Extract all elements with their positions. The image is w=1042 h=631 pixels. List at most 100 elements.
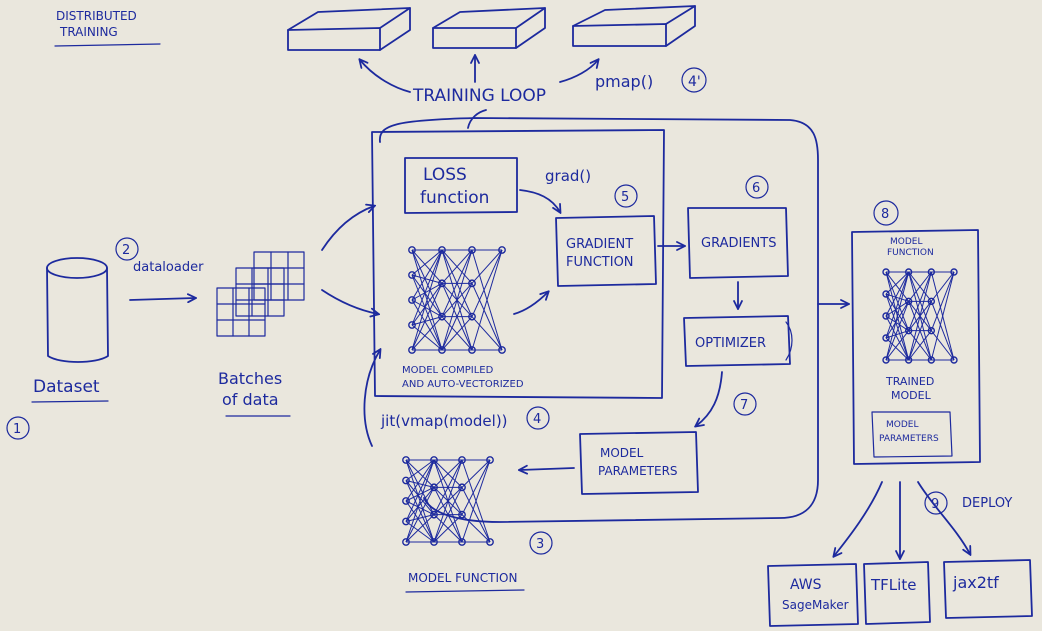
network-edge	[433, 459, 463, 515]
network-edge	[405, 487, 435, 543]
network-node	[498, 346, 506, 354]
network-node	[430, 456, 438, 464]
network-edge	[885, 301, 910, 339]
loop-tail	[467, 109, 487, 129]
gradient-function-box: GRADIENT FUNCTION	[555, 215, 657, 287]
title-line-2: TRAINING	[59, 25, 118, 39]
model-function-underline	[405, 589, 525, 593]
network-edge	[405, 500, 435, 516]
network-edge	[441, 283, 473, 351]
network-edge	[405, 500, 435, 543]
network-edge	[461, 459, 491, 543]
optimizer-label: OPTIMIZER	[695, 336, 766, 351]
gpu-device-icon	[572, 5, 696, 47]
grad-label: grad()	[545, 167, 591, 185]
network-edge	[405, 514, 435, 543]
gradient-fn-line-1: GRADIENT	[566, 237, 633, 252]
network-edge	[405, 459, 435, 522]
network-node	[408, 321, 416, 329]
trained-model-2: MODEL	[891, 389, 932, 402]
network-node	[950, 268, 958, 276]
network-node	[408, 271, 416, 279]
step-6: 6	[745, 175, 769, 199]
pmap-label: pmap()	[595, 72, 653, 91]
loss-function-box: LOSS function	[404, 157, 518, 214]
network-node	[438, 279, 446, 288]
svg-text:2: 2	[122, 243, 130, 258]
compiled-label-1: MODEL COMPILED	[402, 365, 494, 376]
network-node	[927, 326, 936, 335]
compiled-label-2: AND AUTO-VECTORIZED	[402, 379, 524, 390]
network-edge	[441, 249, 473, 317]
batches-label-1: Batches	[218, 369, 282, 388]
svg-text:6: 6	[752, 181, 760, 196]
network-node	[904, 297, 913, 306]
network-node	[408, 346, 416, 354]
step-8: 8	[873, 200, 899, 226]
network-node	[458, 538, 466, 546]
network-edge	[885, 271, 910, 302]
network-edge	[885, 293, 909, 302]
network-edge	[405, 487, 435, 522]
deploy-target-aws: AWS SageMaker	[767, 563, 859, 627]
network-edge	[930, 271, 955, 331]
title-underline	[54, 43, 161, 47]
network-edge	[885, 330, 910, 361]
network-node	[408, 246, 416, 254]
network-edge	[433, 487, 463, 543]
network-node	[882, 290, 890, 298]
dataloader-label: dataloader	[133, 260, 204, 275]
network-edge	[461, 459, 491, 515]
database-cylinder-icon	[46, 257, 109, 363]
network-node	[458, 510, 466, 519]
network-edge	[885, 315, 909, 332]
network-edge	[411, 274, 443, 351]
diagram-title: DISTRIBUTED TRAINING	[54, 9, 161, 47]
jit-label: jit(vmap(model))	[380, 412, 508, 430]
network-edge	[908, 271, 932, 302]
loss-box-line-2: function	[420, 188, 489, 208]
network-edge	[405, 459, 435, 502]
network-node	[904, 326, 913, 335]
network-node	[438, 312, 446, 321]
batches-to-model-arrow	[321, 289, 378, 314]
network-node	[458, 456, 466, 464]
network-node	[468, 346, 476, 354]
panel-parameters-box: MODEL PARAMETERS	[871, 411, 953, 458]
trained-model-panel	[851, 229, 981, 465]
loop-arrow-right	[559, 60, 598, 83]
network-node	[402, 538, 410, 546]
network-edge	[908, 330, 932, 361]
network-node	[904, 268, 913, 276]
network-node	[468, 246, 476, 254]
network-edge	[471, 249, 503, 351]
network-edge	[441, 316, 473, 351]
network-edge	[930, 301, 955, 361]
network-edge	[405, 459, 435, 543]
network-edge	[885, 271, 910, 339]
network-edge	[411, 316, 443, 351]
target-jax2tf-label: jax2tf	[952, 573, 999, 592]
batches-label-2: of data	[222, 390, 279, 409]
network-edge	[885, 293, 910, 331]
model-to-gradient-arrow	[513, 292, 548, 315]
model-parameters-box: MODEL PARAMETERS	[579, 431, 699, 495]
network-node	[927, 356, 936, 364]
target-tflite-label: TFLite	[870, 576, 916, 594]
svg-text:7: 7	[740, 398, 748, 413]
network-node	[430, 510, 438, 519]
network-edge	[405, 521, 435, 543]
network-edge	[930, 330, 955, 361]
network-edge	[405, 480, 435, 515]
dataset-label: Dataset	[33, 377, 100, 397]
network-edge	[441, 249, 473, 351]
network-edge	[930, 271, 955, 361]
network-node	[430, 538, 438, 546]
network-edge	[471, 249, 503, 317]
svg-text:4': 4'	[688, 74, 701, 90]
svg-text:8: 8	[881, 207, 889, 222]
network-edge	[411, 282, 443, 301]
deploy-target-tflite: TFLite	[863, 561, 931, 625]
network-edge	[411, 274, 443, 317]
network-edge	[411, 299, 443, 318]
